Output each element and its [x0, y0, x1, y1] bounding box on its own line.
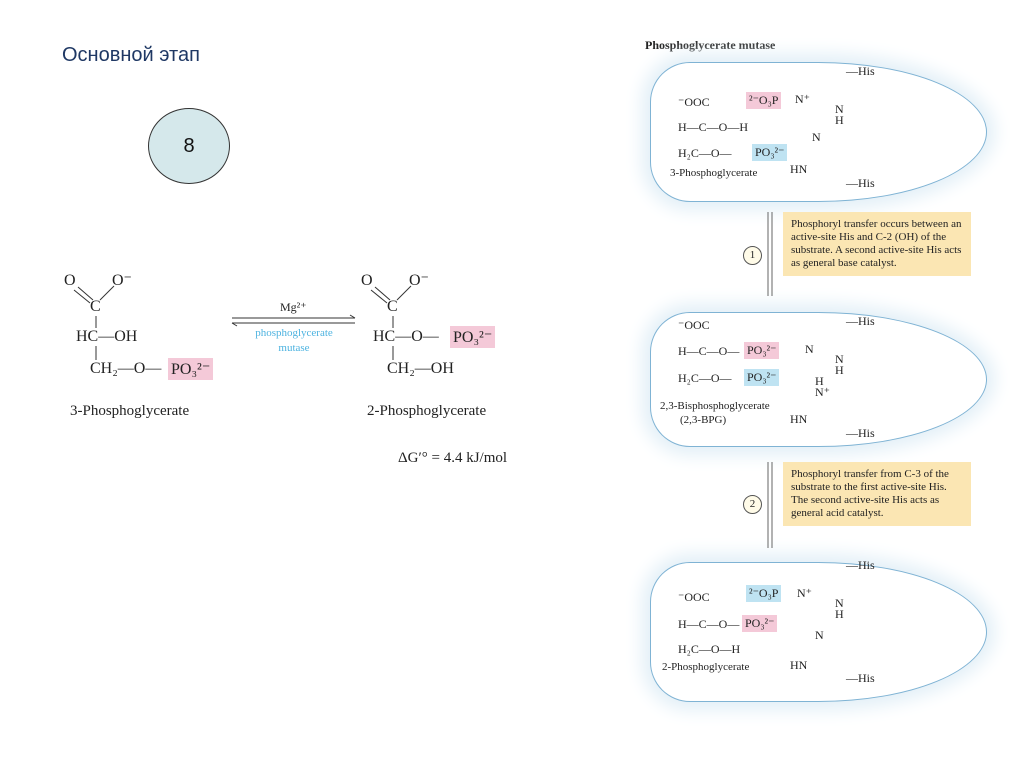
atom: N: [815, 628, 824, 642]
atom: N⁺: [797, 586, 812, 600]
stage-name: 3-Phosphoglycerate: [670, 167, 758, 179]
substrate-name: 3-Phosphoglycerate: [70, 403, 190, 419]
mechanism-title: Phosphoglycerate mutase: [645, 38, 776, 52]
enzyme-line: mutase: [278, 342, 310, 354]
atom: O⁻: [112, 272, 132, 289]
group: H—C—O—: [678, 344, 740, 358]
atom: O: [361, 272, 373, 289]
slide-title: Основной этап: [62, 44, 200, 66]
group: H₂C—O—: [678, 146, 732, 160]
enzyme-label: phosphoglycerate mutase: [238, 326, 350, 356]
atom: O⁻: [409, 272, 429, 289]
group: HC—OH: [76, 328, 138, 345]
phosphoryl-highlight: ²⁻O₃P: [746, 585, 782, 602]
group: ⁻OOC: [678, 95, 710, 109]
group: H—C—O—: [678, 617, 740, 631]
his-label: —His: [846, 426, 875, 440]
his-label: —His: [846, 64, 875, 78]
group: H₂C—O—: [678, 371, 732, 385]
atom: C: [90, 298, 101, 315]
his-label: —His: [846, 558, 875, 572]
enzyme-line: phosphoglycerate: [255, 327, 333, 339]
his-label: —His: [846, 314, 875, 328]
step-note-1: Phosphoryl transfer occurs between an ac…: [783, 212, 971, 276]
atom: N H: [835, 102, 844, 127]
group: ⁻OOC: [678, 590, 710, 604]
product-name: 2-Phosphoglycerate: [367, 403, 487, 419]
atom: N: [812, 130, 821, 144]
stage-name: (2,3-BPG): [680, 414, 727, 426]
atom: N H: [835, 352, 844, 377]
atom: N⁺: [795, 92, 810, 106]
atom: N: [805, 342, 814, 356]
group: CH₂—O—: [90, 360, 162, 377]
group: ⁻OOC: [678, 318, 710, 332]
phosphate-highlight: PO₃²⁻: [168, 358, 214, 380]
step-number-1: 1: [743, 246, 762, 265]
step-note-2: Phosphoryl transfer from C-3 of the subs…: [783, 462, 971, 526]
atom: HN: [790, 412, 808, 426]
his-label: —His: [846, 671, 875, 685]
phosphate-highlight: PO₃²⁻: [744, 369, 780, 386]
phosphate-highlight: PO₃²⁻: [744, 342, 780, 359]
atom: O: [64, 272, 76, 289]
phosphate-highlight: PO₃²⁻: [450, 326, 496, 348]
stage-name: 2,3-Bisphosphoglycerate: [660, 400, 770, 412]
stage-name: 2-Phosphoglycerate: [662, 661, 750, 673]
enzyme-oval: [650, 312, 987, 447]
group: H—C—O—H: [678, 120, 749, 134]
bond-lines: [73, 285, 412, 360]
atom: HN: [790, 162, 808, 176]
step-number-2: 2: [743, 495, 762, 514]
atom: HN: [790, 658, 808, 672]
enzyme-oval: [650, 62, 987, 202]
cofactor-label: Mg²⁺: [280, 300, 307, 314]
group: CH₂—OH: [387, 360, 454, 377]
atom: N H: [835, 596, 844, 621]
delta-g: ΔG′° = 4.4 kJ/mol: [398, 450, 508, 466]
atom: H N⁺: [815, 374, 830, 399]
phosphate-highlight: PO₃²⁻: [752, 144, 788, 161]
atom: C: [387, 298, 398, 315]
his-label: —His: [846, 176, 875, 190]
enzyme-oval: [650, 562, 987, 702]
group: HC—O—: [373, 328, 439, 345]
phosphate-highlight: PO₃²⁻: [742, 615, 778, 632]
step-number-circle: 8: [148, 108, 230, 184]
group: H₂C—O—H: [678, 642, 741, 656]
phosphoryl-highlight: ²⁻O₃P: [746, 92, 782, 109]
